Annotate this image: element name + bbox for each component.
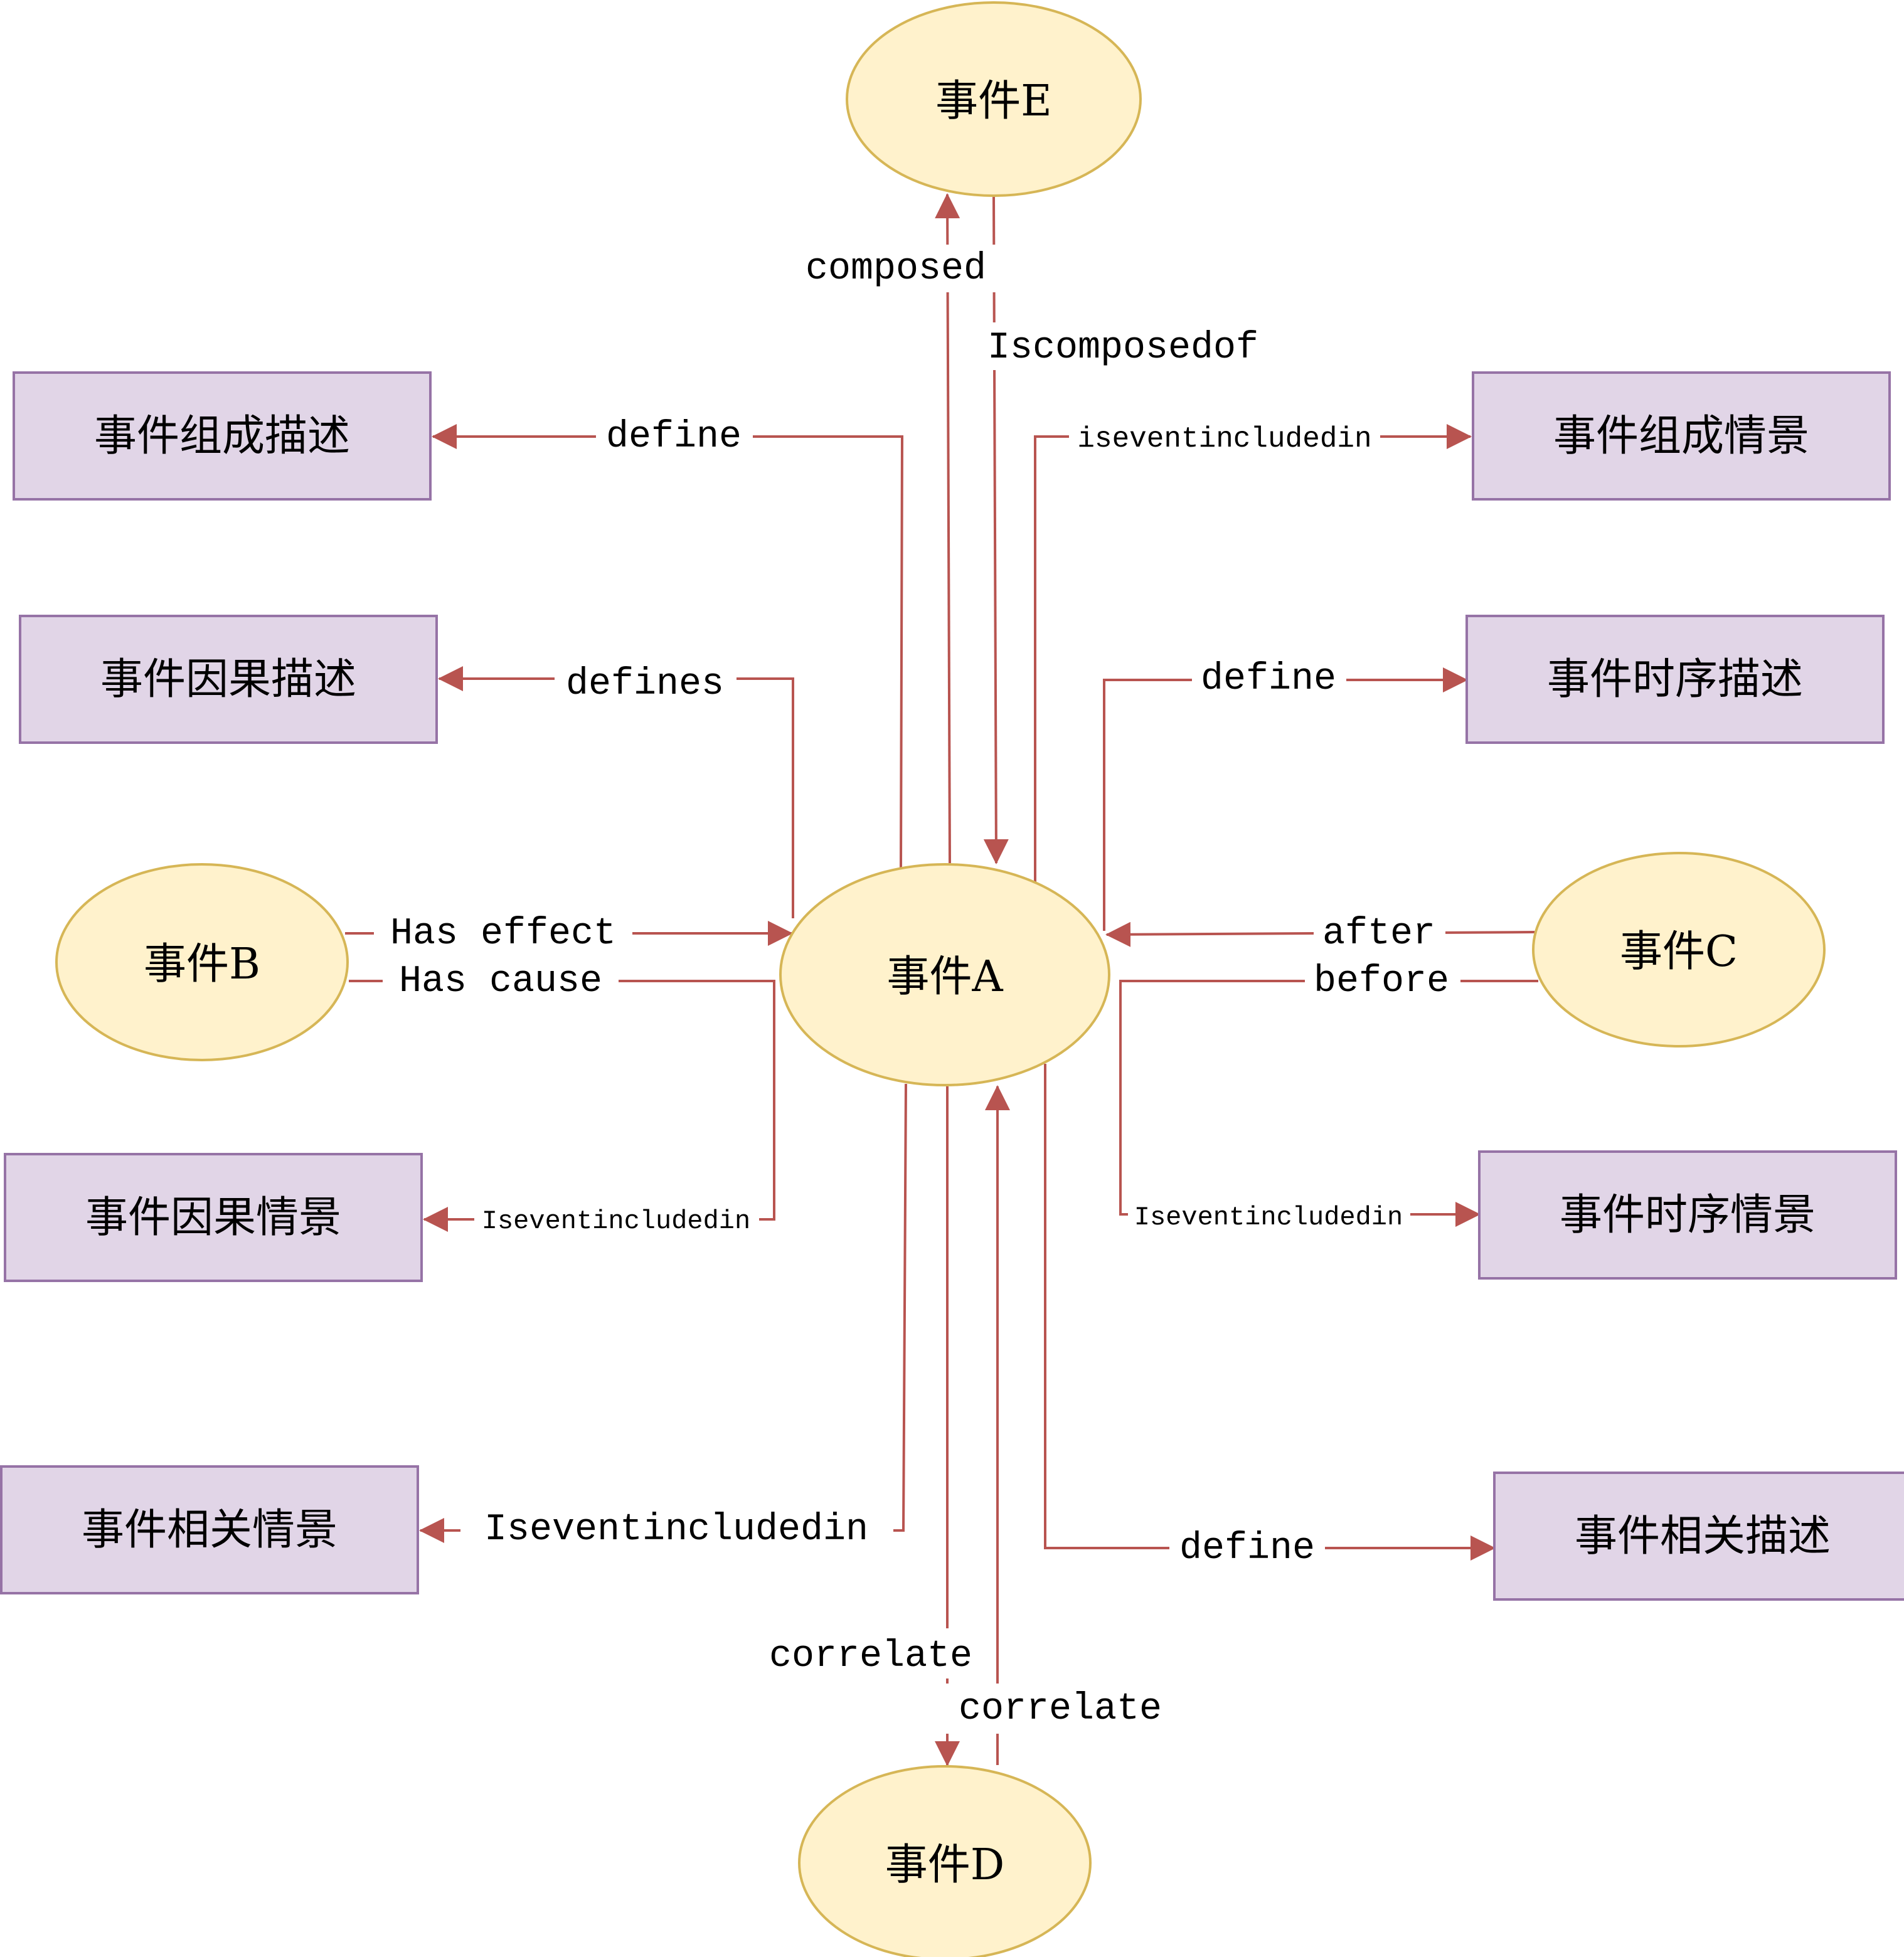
edge-label-correlate-down: correlate xyxy=(769,1635,972,1678)
concept-node-correlation-desc[interactable]: 事件相关描述 xyxy=(1493,1472,1904,1601)
edge-define-correlation xyxy=(1044,1064,1496,1561)
edge-label-correlate-up: correlate xyxy=(959,1688,1162,1731)
event-node-e[interactable]: 事件E xyxy=(846,1,1142,197)
edge-label-define-correlation: define xyxy=(1179,1527,1315,1570)
concept-label-composition-scene: 事件组成情景 xyxy=(1553,411,1809,461)
event-node-d[interactable]: 事件D xyxy=(798,1765,1092,1957)
edge-label-has-effect: Has effect xyxy=(390,913,616,955)
edge-label-define-composition: define xyxy=(606,416,742,459)
concept-label-composition-desc: 事件组成描述 xyxy=(94,411,350,461)
concept-node-causal-scene[interactable]: 事件因果情景 xyxy=(4,1153,423,1282)
edge-label-defines-causal: defines xyxy=(566,663,724,706)
edge-label-has-cause: Has cause xyxy=(399,960,602,1003)
edge-label-iseventincludedin-causal: Iseventincludedin xyxy=(482,1206,750,1236)
concept-node-composition-desc[interactable]: 事件组成描述 xyxy=(13,371,432,501)
edge-label-iseventincludedin-composition: iseventincludedin xyxy=(1077,423,1371,455)
edge-label-after: after xyxy=(1322,913,1435,955)
concept-label-correlation-scene: 事件相关情景 xyxy=(82,1505,338,1555)
event-node-a[interactable]: 事件A xyxy=(779,863,1110,1086)
edge-label-before: before xyxy=(1314,960,1449,1003)
concept-label-temporal-scene: 事件时序情景 xyxy=(1560,1191,1816,1240)
edge-label-iseventincludedin-correlation: Iseventincludedin xyxy=(484,1509,868,1551)
concept-label-correlation-desc: 事件相关描述 xyxy=(1575,1512,1831,1561)
concept-label-temporal-desc: 事件时序描述 xyxy=(1547,655,1803,704)
event-label-e: 事件E xyxy=(935,77,1052,126)
concept-node-temporal-desc[interactable]: 事件时序描述 xyxy=(1465,615,1885,744)
edge-composed xyxy=(935,193,960,864)
edge-iscomposedof xyxy=(983,196,1009,864)
concept-node-correlation-scene[interactable]: 事件相关情景 xyxy=(0,1465,419,1594)
concept-node-temporal-scene[interactable]: 事件时序情景 xyxy=(1478,1150,1897,1280)
event-node-b[interactable]: 事件B xyxy=(55,863,349,1061)
edge-define-composition xyxy=(432,424,904,869)
event-label-c: 事件C xyxy=(1620,927,1738,977)
event-label-d: 事件D xyxy=(885,1840,1005,1890)
edge-define-temporal xyxy=(1103,667,1468,931)
edge-label-iseventincludedin-temporal: Iseventincludedin xyxy=(1134,1202,1403,1233)
concept-label-causal-desc: 事件因果描述 xyxy=(100,655,356,704)
edge-label-composed: composed xyxy=(806,248,986,290)
edge-defines-causal xyxy=(438,666,794,918)
concept-node-causal-desc[interactable]: 事件因果描述 xyxy=(19,615,438,744)
event-label-b: 事件B xyxy=(144,940,260,989)
event-node-c[interactable]: 事件C xyxy=(1532,852,1826,1047)
concept-node-composition-scene[interactable]: 事件组成情景 xyxy=(1472,371,1891,501)
edge-label-iscomposedof: Iscomposedof xyxy=(987,327,1258,369)
event-label-a: 事件A xyxy=(886,952,1003,1002)
concept-label-causal-scene: 事件因果情景 xyxy=(85,1193,341,1243)
edge-before xyxy=(1119,980,1538,1227)
edge-label-define-temporal: define xyxy=(1201,658,1336,701)
edge-iseventincludedin-correlation xyxy=(419,1083,907,1543)
